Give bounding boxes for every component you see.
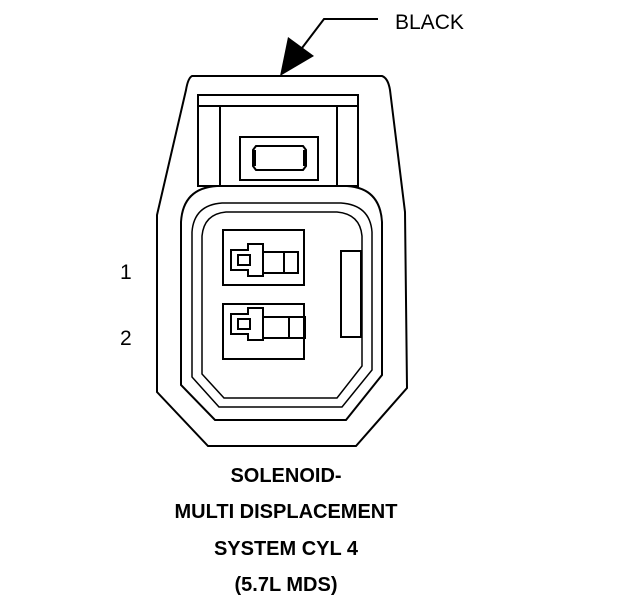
terminal-cavity-1 bbox=[222, 229, 305, 286]
callout-leader bbox=[301, 18, 378, 49]
caption-line-3: SYSTEM CYL 4 bbox=[214, 538, 359, 560]
caption-line-1: SOLENOID- bbox=[230, 465, 341, 487]
connector-face-core bbox=[201, 211, 363, 399]
keying-rib bbox=[340, 250, 362, 338]
pin-label-2: 2 bbox=[120, 327, 132, 350]
callout-arrowhead bbox=[280, 37, 314, 76]
wire-color-label: BLACK bbox=[395, 11, 464, 34]
locking-tab bbox=[197, 94, 359, 187]
pin-label-1: 1 bbox=[120, 261, 132, 284]
caption-line-4: (5.7L MDS) bbox=[235, 574, 338, 596]
terminal-cavity-2 bbox=[222, 303, 306, 360]
connector-face-outer bbox=[180, 185, 383, 421]
caption-line-2: MULTI DISPLACEMENT bbox=[175, 501, 398, 523]
connector-housing-outer bbox=[156, 75, 409, 447]
connector-face-inner bbox=[191, 202, 373, 408]
